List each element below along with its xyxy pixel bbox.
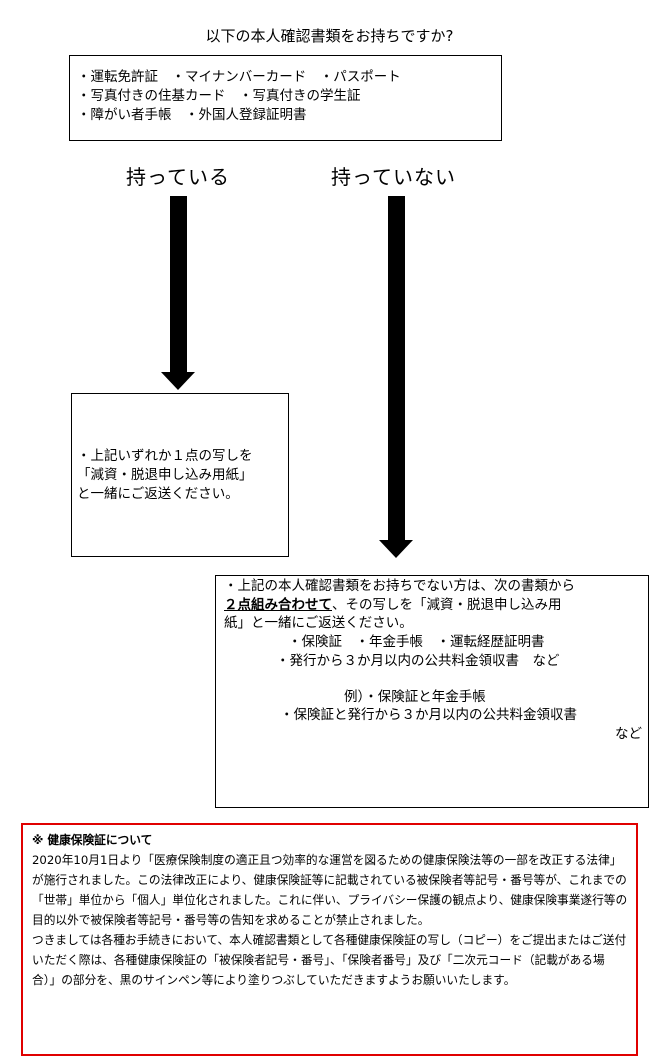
example-line: など: [615, 725, 642, 742]
example-line: ・保険証と発行から３か月以内の公共料金領収書: [280, 707, 577, 724]
example-line: 例）・保険証と年金手帳: [344, 688, 486, 705]
notice-title: ※ 健康保険証について: [32, 833, 153, 847]
branch-label-no: 持っていない: [331, 165, 456, 189]
notice-paragraph: つきましては各種お手続きにおいて、本人確認書類として各種健康保険証の写し（コピー…: [32, 933, 627, 987]
no-instruction-line: 紙」と一緒にご返送ください。: [224, 615, 413, 632]
id-document-list-line: ・運転免許証 ・マイナンバーカード ・パスポート: [77, 69, 401, 85]
branch-label-yes: 持っている: [126, 165, 230, 189]
down-arrow-left-icon: [161, 372, 195, 390]
id-document-list-line: ・写真付きの住基カード ・写真付きの学生証: [77, 88, 361, 104]
yes-instruction-line: ・上記いずれか１点の写しを: [77, 448, 253, 464]
down-arrow-left-shaft: [170, 196, 187, 374]
id-document-list-box: ・運転免許証 ・マイナンバーカード ・パスポート ・写真付きの住基カード ・写真…: [69, 55, 502, 141]
alternative-items-line: ・発行から３か月以内の公共料金領収書 など: [276, 652, 560, 669]
down-arrow-right-icon: [379, 540, 413, 558]
no-instruction-line: ２点組み合わせて、その写しを「減資・脱退申し込み用: [224, 596, 642, 615]
no-instruction-line: ・上記の本人確認書類をお持ちでない方は、次の書類から: [224, 578, 575, 594]
question-heading: 以下の本人確認書類をお持ちですか?: [205, 27, 454, 45]
down-arrow-right-shaft: [388, 196, 405, 541]
health-insurance-notice-box: ※ 健康保険証について 2020年10月1日より「医療保険制度の適正且つ効率的な…: [21, 823, 638, 1056]
yes-instruction-line: と一緒にご返送ください。: [77, 486, 239, 502]
notice-paragraph: 2020年10月1日より「医療保険制度の適正且つ効率的な運営を図るための健康保険…: [32, 853, 628, 927]
yes-instruction-box: ・上記いずれか１点の写しを 「減資・脱退申し込み用紙」 と一緒にご返送ください。: [71, 393, 289, 557]
no-instruction-line-rest: 、その写しを「減資・脱退申し込み用: [332, 596, 562, 613]
yes-instruction-line: 「減資・脱退申し込み用紙」: [77, 467, 253, 483]
id-document-list-line: ・障がい者手帳 ・外国人登録証明書: [77, 107, 307, 123]
alternative-items-line: ・保険証 ・年金手帳 ・運転経歴証明書: [288, 634, 545, 651]
combination-emphasis: ２点組み合わせて: [224, 596, 332, 613]
no-instruction-box: ・上記の本人確認書類をお持ちでない方は、次の書類から ２点組み合わせて、その写し…: [215, 575, 649, 808]
